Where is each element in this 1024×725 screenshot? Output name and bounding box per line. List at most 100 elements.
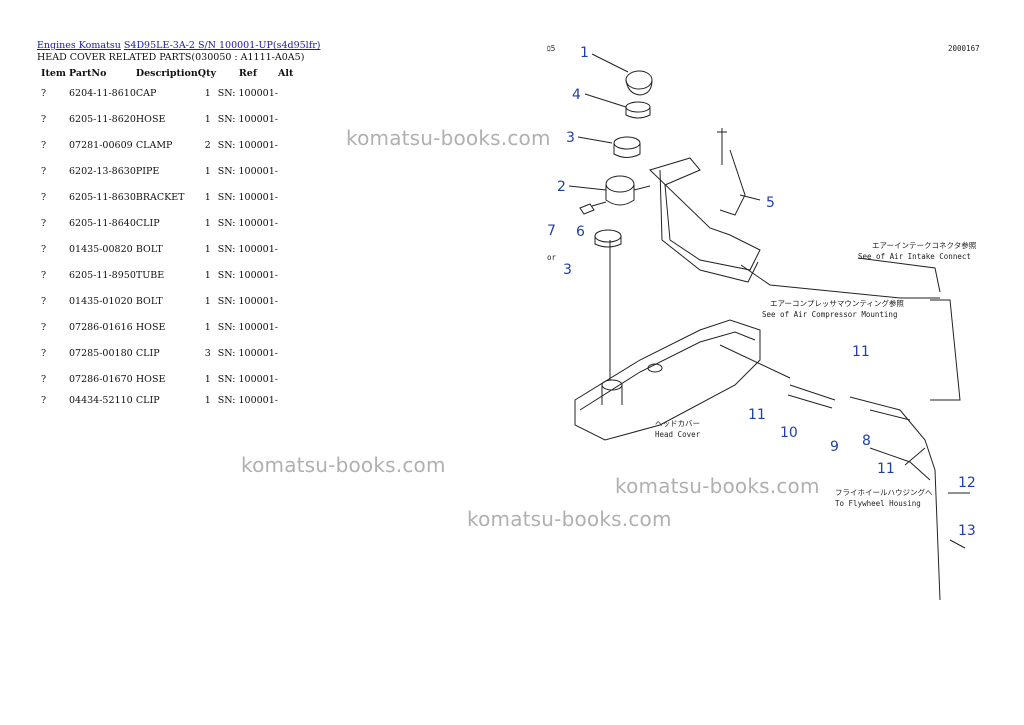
cell-qty: 1	[204, 295, 211, 307]
note-compressor-en: See of Air Compressor Mounting	[762, 310, 897, 319]
cell-item: ?	[41, 373, 47, 385]
note-air-intake-en: See of Air Intake Connect	[858, 252, 971, 261]
note-compressor-jp: エアーコンプレッサマウンティング参照	[770, 298, 904, 308]
cell-description: BOLT	[135, 243, 163, 255]
cell-ref: SN: 100001-	[217, 373, 278, 385]
clamp-drawing	[613, 136, 641, 158]
cell-item: ?	[41, 191, 47, 203]
callout-12: 12	[958, 475, 976, 491]
hose-drawing	[719, 299, 961, 601]
cell-qty: 1	[204, 87, 211, 99]
bracket-drawing	[649, 128, 761, 283]
cell-item: ?	[41, 295, 47, 307]
table-header-row: Item PartNo Description Qty Ref Alt	[37, 66, 308, 80]
breadcrumb-model-link[interactable]: S4D95LE-3A-2 S/N 100001-UP(s4d95lfr)	[123, 40, 321, 51]
watermark: komatsu-books.com	[241, 453, 446, 477]
cell-partno: 6205-11-8630	[69, 191, 136, 203]
cell-description: BOLT	[135, 295, 163, 307]
diagram-code: 2000167	[948, 44, 980, 53]
diagram-side-mark: or	[547, 253, 557, 262]
cell-item: ?	[41, 113, 47, 125]
callout-6: 6	[576, 224, 585, 240]
cell-partno: 6204-11-8610	[69, 87, 136, 99]
cell-description: HOSE	[135, 321, 166, 333]
breadcrumb: Engines Komatsu S4D95LE-3A-2 S/N 100001-…	[37, 40, 320, 51]
callout-3-lower: 3	[563, 262, 572, 278]
cell-ref: SN: 100001-	[217, 269, 278, 281]
cell-qty: 1	[204, 191, 211, 203]
cell-ref: SN: 100001-	[217, 394, 278, 406]
cell-ref: SN: 100001-	[217, 113, 278, 125]
callout-7: 7	[547, 223, 556, 239]
note-head-cover-jp: ヘッドカバー	[655, 419, 700, 428]
pipe-drawing	[605, 175, 651, 206]
cell-qty: 1	[204, 269, 211, 281]
cell-partno: 07281-00609	[69, 139, 133, 151]
watermark: komatsu-books.com	[467, 507, 672, 531]
cell-description: CLIP	[135, 217, 160, 229]
cell-description: CAP	[135, 87, 157, 99]
note-air-intake-jp: エアーインテークコネクタ参照	[872, 240, 977, 250]
cell-description: BRACKET	[135, 191, 185, 203]
cell-qty: 1	[204, 394, 211, 406]
cell-qty: 1	[204, 217, 211, 229]
header-description: Description	[135, 67, 198, 79]
cell-partno: 01435-01020	[69, 295, 133, 307]
cell-qty: 1	[204, 165, 211, 177]
cell-ref: SN: 100001-	[217, 295, 278, 307]
cell-item: ?	[41, 321, 47, 333]
cell-partno: 01435-00820	[69, 243, 133, 255]
page-title: HEAD COVER RELATED PARTS(030050 : A1111-…	[37, 52, 305, 63]
cell-item: ?	[41, 139, 47, 151]
callout-9: 9	[830, 439, 839, 455]
header-alt: Alt	[277, 67, 294, 79]
header-partno: PartNo	[69, 67, 107, 79]
cell-partno: 07285-00180	[69, 347, 133, 359]
breadcrumb-brand-link[interactable]: Engines Komatsu	[37, 40, 121, 51]
cell-ref: SN: 100001-	[217, 347, 278, 359]
callout-10: 10	[780, 425, 798, 441]
callout-3: 3	[566, 130, 575, 146]
cell-item: ?	[41, 87, 47, 99]
cell-qty: 3	[204, 347, 211, 359]
cell-ref: SN: 100001-	[217, 87, 278, 99]
note-flywheel-en: To Flywheel Housing	[835, 499, 921, 508]
cell-description: HOSE	[135, 373, 166, 385]
cell-description: CLIP	[135, 394, 160, 406]
diagram-corner-left: ﾛ5	[547, 44, 555, 53]
cell-item: ?	[41, 394, 47, 406]
lower-clamp-drawing	[594, 229, 622, 248]
header-qty: Qty	[197, 67, 216, 79]
header-ref: Ref	[238, 67, 257, 79]
note-flywheel-jp: フライホイールハウジングへ	[835, 487, 933, 497]
bolt-drawing	[579, 201, 607, 215]
callout-2: 2	[557, 179, 566, 195]
watermark: komatsu-books.com	[615, 474, 820, 498]
header-item: Item	[41, 67, 66, 79]
cell-qty: 1	[204, 113, 211, 125]
cell-partno: 07286-01670	[69, 373, 133, 385]
cell-item: ?	[41, 217, 47, 229]
callout-8: 8	[862, 433, 871, 449]
cell-partno: 6205-11-8950	[69, 269, 136, 281]
note-head-cover-en: Head Cover	[655, 430, 701, 439]
cell-qty: 1	[204, 373, 211, 385]
cell-description: PIPE	[135, 165, 160, 177]
cell-description: HOSE	[135, 113, 166, 125]
cell-qty: 1	[204, 243, 211, 255]
callout-13: 13	[958, 523, 976, 539]
head-cover-drawing	[574, 240, 761, 441]
cell-partno: 6202-13-8630	[69, 165, 136, 177]
leader-lines	[568, 53, 970, 549]
